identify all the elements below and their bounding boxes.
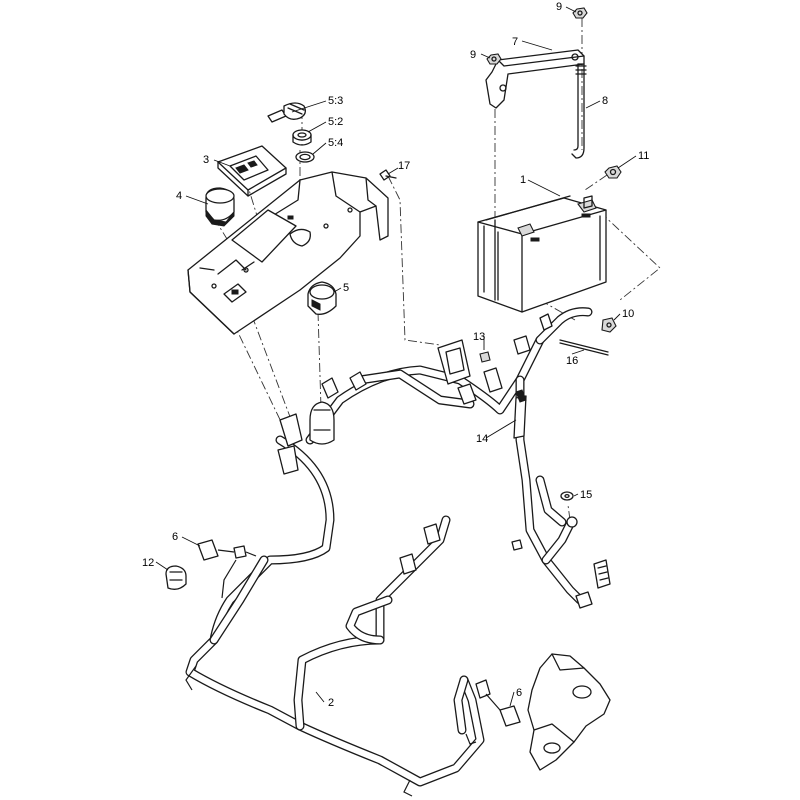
terminal-bolt <box>601 317 617 333</box>
ignition-key <box>267 102 306 123</box>
callouts: 9 7 9 8 5:3 5:2 5:4 3 17 11 1 4 5 10 13 … <box>142 1 649 709</box>
harness-connectors <box>277 313 611 609</box>
callout-5-4: 5:4 <box>328 137 343 149</box>
callout-1: 1 <box>520 174 526 186</box>
wire-harness-main <box>185 307 593 797</box>
callout-3: 3 <box>203 154 209 166</box>
callout-6b: 6 <box>516 687 522 699</box>
callout-2: 2 <box>328 697 334 709</box>
hex-nut-9a <box>572 7 588 19</box>
relay-lower <box>475 679 521 727</box>
callout-7: 7 <box>512 36 518 48</box>
key-switch-cap <box>292 129 312 146</box>
callout-11: 11 <box>638 150 649 162</box>
callout-9a: 9 <box>556 1 562 13</box>
hour-meter <box>217 145 287 197</box>
callout-6a: 6 <box>172 531 178 543</box>
callout-15: 15 <box>580 489 592 501</box>
callout-8: 8 <box>602 95 608 107</box>
cable-tie <box>559 339 609 356</box>
j-bolt <box>571 63 587 159</box>
seat-switch-bracket <box>527 653 611 771</box>
hex-nut-9b <box>486 53 502 65</box>
callout-9b: 9 <box>470 49 476 61</box>
relay-socket <box>165 565 187 590</box>
callout-17: 17 <box>398 160 410 172</box>
screw <box>379 169 397 181</box>
callout-13: 13 <box>473 331 485 343</box>
callout-10: 10 <box>622 308 634 320</box>
ground-screw <box>479 351 491 363</box>
control-panel <box>187 171 389 335</box>
callout-5-3: 5:3 <box>328 95 343 107</box>
callout-5: 5 <box>343 282 349 294</box>
lock-washer <box>560 491 574 501</box>
ignition-switch <box>307 281 337 315</box>
callout-14: 14 <box>476 433 488 445</box>
fuse-holder <box>515 389 527 403</box>
callout-4: 4 <box>176 190 182 202</box>
battery-bracket <box>485 49 585 109</box>
battery <box>477 195 607 313</box>
leader-lines <box>155 6 637 707</box>
callout-12: 12 <box>142 557 154 569</box>
flange-nut <box>604 165 622 179</box>
relay-upper <box>197 539 257 561</box>
pto-switch <box>205 187 235 227</box>
key-switch-bezel <box>295 151 315 163</box>
callout-5-2: 5:2 <box>328 116 343 128</box>
callout-16: 16 <box>566 355 578 367</box>
